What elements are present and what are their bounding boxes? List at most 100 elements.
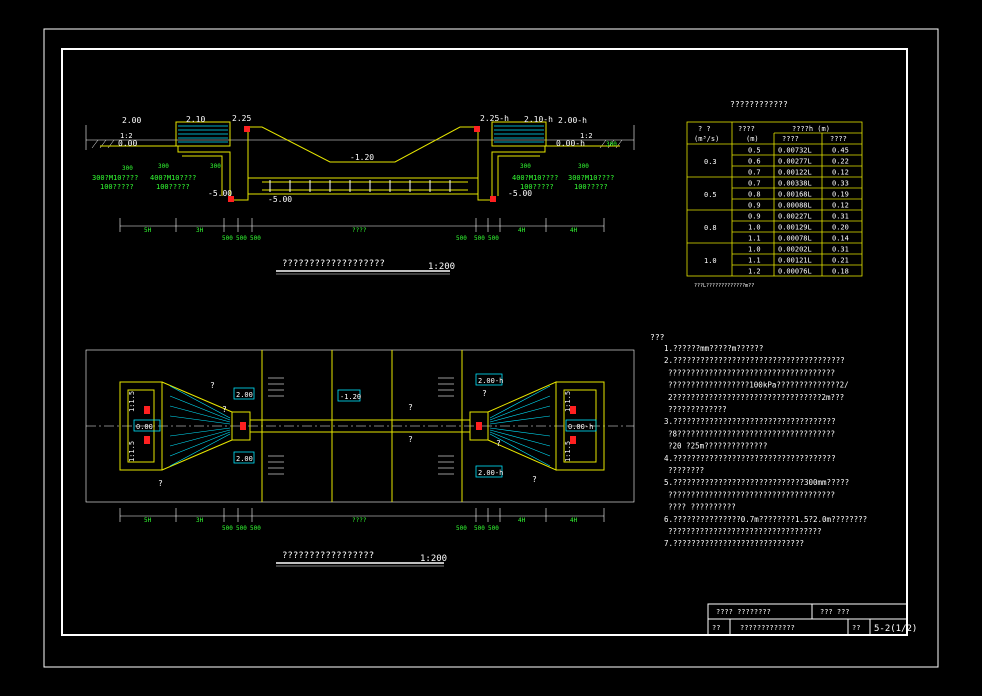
table-cell-q: 1.0 bbox=[704, 257, 717, 265]
th-col1-l2: (m³/s) bbox=[694, 135, 719, 143]
table-cell: 0.9 bbox=[748, 213, 761, 221]
plan-step-hatch bbox=[268, 377, 454, 475]
plan-q-mark: ? bbox=[408, 403, 413, 412]
dim-label: 4H bbox=[518, 517, 526, 524]
plan-fan-hatch bbox=[169, 385, 551, 467]
dim-label: 500 bbox=[222, 235, 233, 242]
slope-r-top: 1:1.5 bbox=[564, 391, 572, 412]
box-label-200-tl: 2.00 bbox=[236, 391, 253, 399]
note-line: ?????????????????????????????????? bbox=[668, 527, 822, 536]
note-line: 4.???????????????????????????????????? bbox=[664, 454, 836, 463]
small-dim: 300 bbox=[520, 163, 531, 170]
table-cell: 0.22 bbox=[832, 158, 849, 166]
table-cell: 0.9 bbox=[748, 202, 761, 210]
small-dim: 300 bbox=[578, 163, 589, 170]
note-l1b: 100????? bbox=[100, 183, 134, 191]
general-notes: ??? 1.??????mm?????m??????2.????????????… bbox=[650, 333, 867, 548]
small-dim: 300 bbox=[158, 163, 169, 170]
table-cell: 0.00202L bbox=[778, 246, 812, 254]
table-cell: 0.6 bbox=[748, 158, 761, 166]
note-line: ???? ?????????? bbox=[668, 503, 736, 512]
section-scale: 1:200 bbox=[428, 262, 455, 272]
plan-view: 2.00 2.00 -1.20 2.00-h 2.00-h 0.00 0.00-… bbox=[85, 349, 635, 567]
table-cell: 1.0 bbox=[748, 246, 761, 254]
slope-r-bot: 1:1.5 bbox=[564, 441, 572, 462]
dim-label: 3H bbox=[196, 517, 204, 524]
note-line: 3.???????????????????????????????????? bbox=[664, 417, 836, 426]
note-r2b: 100????? bbox=[574, 183, 608, 191]
note-line: 2?????????????????????????????????2m??? bbox=[668, 393, 844, 402]
table-cell: 0.7 bbox=[748, 180, 761, 188]
plan-dim-ticks bbox=[119, 508, 605, 522]
tb-r2c1: ?? bbox=[712, 624, 720, 632]
note-line: ????????????????????????????????????? bbox=[668, 490, 835, 499]
table-grid bbox=[686, 121, 863, 277]
note-line: ??????????????????100kPa??????????????2/ bbox=[668, 381, 849, 390]
dim-label: 500 bbox=[250, 525, 261, 532]
table-cell: 0.18 bbox=[832, 268, 849, 276]
table-cell: 0.7 bbox=[748, 169, 761, 177]
slope-l-top: 1:1.5 bbox=[128, 391, 136, 412]
box-label-000-r: 0.00-h bbox=[568, 423, 593, 431]
notes-heading: ??? bbox=[650, 333, 665, 342]
pipe-bars bbox=[269, 180, 451, 192]
table-cell: 0.00076L bbox=[778, 268, 812, 276]
table-cell: 0.5 bbox=[748, 147, 761, 155]
elev-center: -1.20 bbox=[350, 153, 374, 162]
table-cell: 0.00168L bbox=[778, 191, 812, 199]
step-hatch bbox=[178, 125, 544, 143]
table-cell-q: 0.3 bbox=[704, 158, 717, 166]
table-cell: 0.21 bbox=[832, 257, 849, 265]
th-col1-l1: ? ? bbox=[698, 125, 711, 133]
th-col2-l1: ???? bbox=[738, 125, 755, 133]
dim-label: ???? bbox=[352, 227, 367, 234]
slope-l-bot: 1:1.5 bbox=[128, 441, 136, 462]
slope-left: 1:2 bbox=[120, 132, 133, 140]
elev-bottom-l2: -5.00 bbox=[268, 195, 292, 204]
dim-label: 5H bbox=[144, 517, 152, 524]
plan-q-mark: ? bbox=[222, 405, 227, 414]
table-cell: 0.12 bbox=[832, 202, 849, 210]
elev-right-top: 2.00-h bbox=[558, 116, 587, 125]
table-cell: 0.00088L bbox=[778, 202, 812, 210]
table-cell: 1.2 bbox=[748, 268, 761, 276]
title-block: ???? ???????? ??? ??? ?? ????????????? ?… bbox=[707, 603, 917, 636]
table-cell: 1.0 bbox=[748, 224, 761, 232]
plan-title: ????????????????? bbox=[282, 551, 374, 561]
table-cell: 0.45 bbox=[832, 147, 849, 155]
elev-right-mid: 0.00-h bbox=[556, 139, 585, 148]
dim-label: 500 bbox=[474, 235, 485, 242]
elev-bottom-l1: -5.00 bbox=[208, 189, 232, 198]
table-cell: 1.1 bbox=[748, 257, 761, 265]
box-label-center: -1.20 bbox=[340, 393, 361, 401]
elev-left-top: 2.00 bbox=[122, 116, 141, 125]
red-markers bbox=[228, 126, 496, 202]
note-line: 2.?????????????????????????????????????? bbox=[664, 356, 845, 365]
th-col3-span: ????h (m) bbox=[792, 125, 830, 133]
box-label-200-bl: 2.00 bbox=[236, 455, 253, 463]
dim-label: 500 bbox=[488, 525, 499, 532]
plan-q-mark: ? bbox=[496, 439, 501, 448]
table-cell: 0.14 bbox=[832, 235, 849, 243]
note-line: 5.?????????????????????????????300mm????… bbox=[664, 478, 849, 487]
section-view: 2.00 0.00 2.10 2.25 -1.20 2.25-h 2.10-h … bbox=[85, 114, 635, 275]
note-line: ?20 ?25m?????????????? bbox=[668, 442, 767, 451]
dim-label: 5H bbox=[144, 227, 152, 234]
note-r1b: 100????? bbox=[520, 183, 554, 191]
dim-label: 500 bbox=[236, 525, 247, 532]
note-r2a: 300?M10???? bbox=[568, 174, 614, 182]
small-dim: 300 bbox=[122, 165, 133, 172]
table-cell: 0.00122L bbox=[778, 169, 812, 177]
box-label-000-l: 0.00 bbox=[136, 423, 153, 431]
table-cell: 0.00732L bbox=[778, 147, 812, 155]
plan-q-mark: ? bbox=[408, 435, 413, 444]
table-cell: 0.12 bbox=[832, 169, 849, 177]
dim-label: 4H bbox=[570, 517, 578, 524]
plan-red-markers bbox=[144, 406, 576, 444]
elev-right-3: 2.25-h bbox=[480, 114, 509, 123]
note-line: ????????????? bbox=[668, 405, 727, 414]
note-line: ????????????????????????????????????? bbox=[668, 368, 835, 377]
inner-border bbox=[61, 48, 908, 636]
